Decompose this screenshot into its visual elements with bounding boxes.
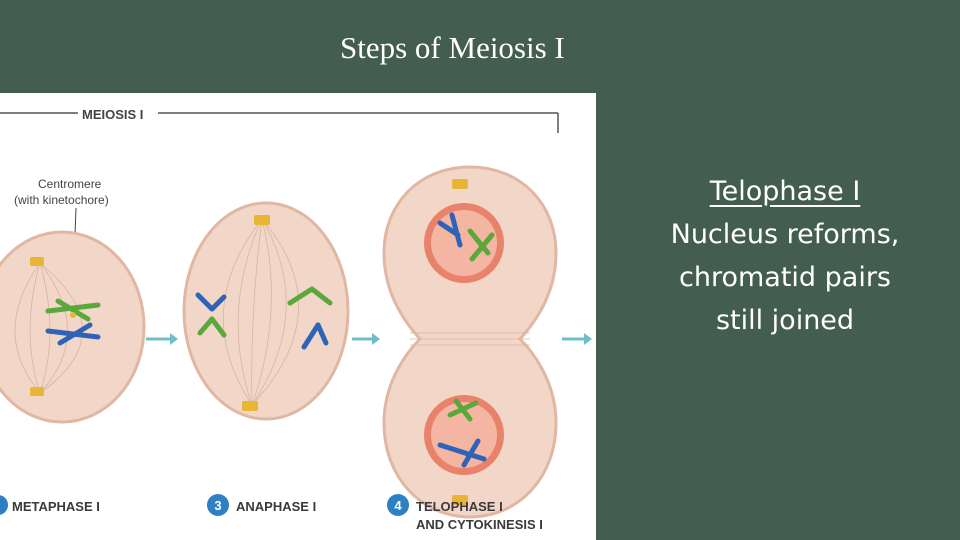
caption-heading: Telophase I <box>640 170 930 213</box>
stage-label-anaphase: ANAPHASE I <box>236 499 316 514</box>
centriole-icon <box>30 257 44 266</box>
centromere-label: Centromere <box>38 177 102 191</box>
centriole-icon <box>242 401 258 411</box>
centriole-icon <box>452 179 468 189</box>
anaphase-cell <box>184 203 348 419</box>
centriole-icon <box>254 215 270 225</box>
caption-line: Nucleus reforms, <box>640 213 930 256</box>
stage-arrow <box>562 333 592 345</box>
metaphase-cell <box>0 232 144 422</box>
stage-label-metaphase: METAPHASE I <box>12 499 100 514</box>
stage-badge <box>0 495 8 515</box>
diagram-header: MEIOSIS I <box>82 107 143 122</box>
stage-arrow <box>146 333 178 345</box>
telophase-cell <box>384 167 556 517</box>
slide-title: Steps of Meiosis I <box>340 30 565 66</box>
kinetochore-label: (with kinetochore) <box>14 193 109 207</box>
stage-number: 3 <box>214 498 221 513</box>
meiosis-diagram: MEIOSIS I Centromere (with kinetochore) <box>0 93 596 540</box>
caption-line: still joined <box>640 299 930 342</box>
meiosis-illustration: MEIOSIS I Centromere (with kinetochore) <box>0 93 596 540</box>
stage-caption: Telophase I Nucleus reforms, chromatid p… <box>640 170 930 342</box>
caption-line: chromatid pairs <box>640 256 930 299</box>
stage-label-telophase: TELOPHASE I <box>416 499 503 514</box>
centriole-icon <box>30 387 44 396</box>
stage-arrow <box>352 333 380 345</box>
stage-number: 4 <box>394 498 402 513</box>
stage-label-cytokinesis: AND CYTOKINESIS I <box>416 517 543 532</box>
centromere-icon <box>70 312 76 318</box>
